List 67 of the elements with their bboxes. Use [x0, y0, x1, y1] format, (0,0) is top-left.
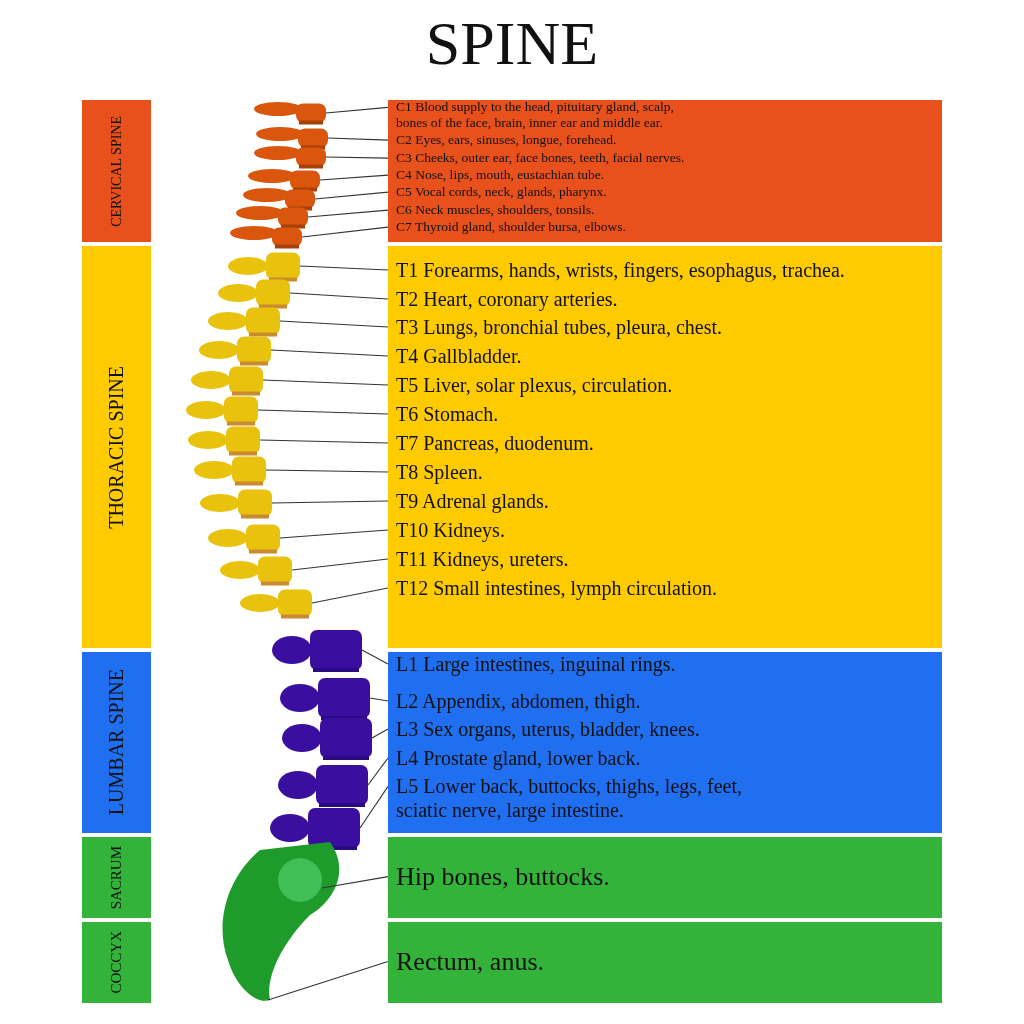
- vertebra-label: T10 Kidneys.: [388, 518, 505, 542]
- leader-line: [314, 191, 389, 200]
- vertebra-label: C2 Eyes, ears, sinuses, longue, forehead.: [388, 132, 617, 149]
- region-label: LUMBAR SPINE: [105, 669, 128, 816]
- region-band: [82, 100, 151, 242]
- vertebra-label: Rectum, anus.: [388, 946, 545, 978]
- leader-line: [265, 469, 389, 473]
- region-band: [82, 922, 151, 1003]
- vertebra-label: L3 Sex organs, uterus, bladder, knees.: [388, 717, 700, 741]
- region-label: THORACIC SPINE: [105, 365, 128, 529]
- leader-line: [359, 785, 389, 829]
- vertebra-label: C6 Neck muscles, shoulders, tonsils.: [388, 202, 595, 219]
- leader-line: [299, 265, 389, 271]
- region-label: COCCYX: [108, 931, 125, 994]
- leader-line: [367, 757, 389, 786]
- leader-line: [279, 320, 389, 328]
- leader-line: [289, 292, 389, 300]
- vertebra-label: T8 Spleen.: [388, 460, 483, 484]
- region-panel: [388, 246, 942, 648]
- leader-line: [361, 649, 389, 665]
- leader-line: [267, 961, 389, 1001]
- vertebra-label: T2 Heart, coronary arteries.: [388, 287, 618, 311]
- leader-line: [279, 529, 389, 539]
- leader-line: [325, 156, 389, 159]
- leader-line: [257, 409, 389, 415]
- region-panel: [388, 837, 942, 918]
- region-band: [82, 837, 151, 918]
- vertebra-label: Hip bones, buttocks.: [388, 861, 610, 893]
- vertebra-label: T6 Stomach.: [388, 402, 499, 426]
- vertebra-label: C7 Thyroid gland, shoulder bursa, elbows.: [388, 219, 626, 236]
- vertebra-label: C1 Blood supply to the head, pituitary gland, scalp, bones of the face, brain, inner ear and middle ear.: [388, 99, 706, 132]
- vertebra-label: T9 Adrenal glands.: [388, 489, 549, 513]
- leader-line: [319, 174, 389, 181]
- leader-line: [301, 226, 389, 238]
- leader-line: [369, 697, 389, 702]
- region-label: CERVICAL SPINE: [108, 115, 125, 227]
- vertebra-label: C4 Nose, lips, mouth, eustachian tube.: [388, 167, 605, 184]
- vertebra-label: T5 Liver, solar plexus, circulation.: [388, 373, 673, 397]
- vertebra-label: T7 Pancreas, duodenum.: [388, 431, 594, 455]
- leader-line: [311, 587, 389, 604]
- vertebra-label: L4 Prostate gland, lower back.: [388, 746, 641, 770]
- leader-line: [327, 137, 389, 141]
- region-panel: [388, 652, 942, 833]
- vertebra-label: L5 Lower back, buttocks, thighs, legs, feet, sciatic nerve, large intestine.: [388, 774, 776, 822]
- region-panel: [388, 100, 942, 242]
- leader-line: [307, 209, 389, 218]
- leader-line: [271, 500, 389, 504]
- region-band: [82, 246, 151, 648]
- vertebra-label: T3 Lungs, bronchial tubes, pleura, chest.: [388, 315, 723, 339]
- leader-line: [262, 379, 389, 386]
- vertebra-label: T4 Gallbladder.: [388, 344, 522, 368]
- vertebra-label: L1 Large intestines, inguinal rings.: [388, 652, 676, 676]
- region-panel: [388, 922, 942, 1003]
- leader-line: [259, 439, 389, 444]
- vertebra-label: T11 Kidneys, ureters.: [388, 547, 569, 571]
- leader-line: [321, 876, 389, 889]
- vertebra-label: T12 Small intestines, lymph circulation.: [388, 576, 718, 600]
- leader-line: [291, 558, 389, 571]
- leader-line: [270, 349, 389, 357]
- region-label: SACRUM: [108, 845, 125, 910]
- leader-line: [371, 728, 389, 739]
- region-band: [82, 652, 151, 833]
- vertebra-label: C5 Vocal cords, neck, glands, pharynx.: [388, 184, 607, 201]
- vertebra-label: C3 Cheeks, outer ear, face bones, teeth, facial nerves.: [388, 150, 685, 167]
- vertebra-label: T1 Forearms, hands, wrists, fingers, esophagus, trachea.: [388, 258, 845, 282]
- diagram-title: SPINE: [424, 8, 600, 79]
- vertebra-label: L2 Appendix, abdomen, thigh.: [388, 689, 641, 713]
